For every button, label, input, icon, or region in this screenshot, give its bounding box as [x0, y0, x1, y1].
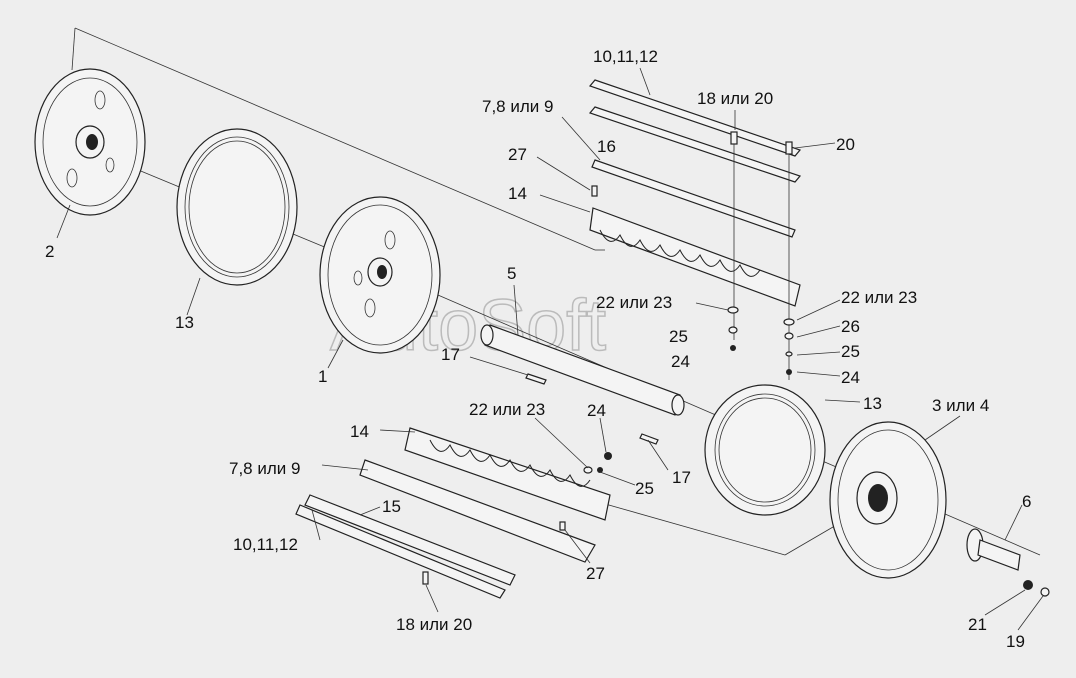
label-16: 16	[597, 137, 616, 156]
disc-part-3-4	[829, 421, 947, 579]
label-24-c: 24	[587, 401, 606, 420]
label-7-8-9-lower: 7,8 или 9	[229, 459, 300, 478]
label-6: 6	[1022, 492, 1031, 511]
label-22-23-b: 22 или 23	[841, 288, 917, 307]
label-22-23-c: 22 или 23	[469, 400, 545, 419]
label-25-b: 25	[841, 342, 860, 361]
label-22-23-a: 22 или 23	[596, 293, 672, 312]
lower-strips	[295, 427, 611, 599]
label-10-11-12-upper: 10,11,12	[593, 47, 658, 66]
bolt-part-27-upper	[591, 185, 598, 197]
leader-lines	[56, 67, 1044, 631]
label-17-upper: 17	[441, 345, 460, 364]
label-13-right: 13	[863, 394, 882, 413]
label-19: 19	[1006, 632, 1025, 651]
shaft-part-5	[480, 324, 685, 416]
ring-part-13-left	[176, 128, 298, 286]
label-18-20-lower: 18 или 20	[396, 615, 472, 634]
label-24-b: 24	[841, 368, 860, 387]
label-14-lower: 14	[350, 422, 369, 441]
label-26: 26	[841, 317, 860, 336]
label-18-20-upper: 18 или 20	[697, 89, 773, 108]
label-25-a: 25	[669, 327, 688, 346]
label-27-lower: 27	[586, 564, 605, 583]
label-1: 1	[318, 367, 327, 386]
bolt-part-20-upper	[785, 141, 793, 380]
label-21: 21	[968, 615, 987, 634]
nut-part-21	[1023, 580, 1033, 590]
label-13-left: 13	[175, 313, 194, 332]
lower-fasteners	[422, 433, 659, 585]
label-24-a: 24	[671, 352, 690, 371]
label-14-upper: 14	[508, 184, 527, 203]
label-17-lower: 17	[672, 468, 691, 487]
disc-part-2	[34, 68, 146, 216]
label-2: 2	[45, 242, 54, 261]
label-3-4: 3 или 4	[932, 396, 989, 415]
upper-strips	[588, 79, 802, 307]
disc-part-1	[319, 196, 441, 354]
axle-part-6	[966, 528, 1021, 571]
ring-part-13-right	[704, 384, 826, 516]
pin-part-17-upper	[525, 373, 547, 385]
label-25-c: 25	[635, 479, 654, 498]
label-7-8-9-upper: 7,8 или 9	[482, 97, 553, 116]
part-labels: 2 13 1 5 17 10,11,12 7,8 или 9 18 или 20…	[45, 47, 1031, 651]
label-5: 5	[507, 264, 516, 283]
label-10-11-12-lower: 10,11,12	[233, 535, 298, 554]
label-15: 15	[382, 497, 401, 516]
washers-upper	[727, 306, 795, 375]
label-27-upper: 27	[508, 145, 527, 164]
bolt-part-19	[1040, 587, 1050, 597]
label-20: 20	[836, 135, 855, 154]
